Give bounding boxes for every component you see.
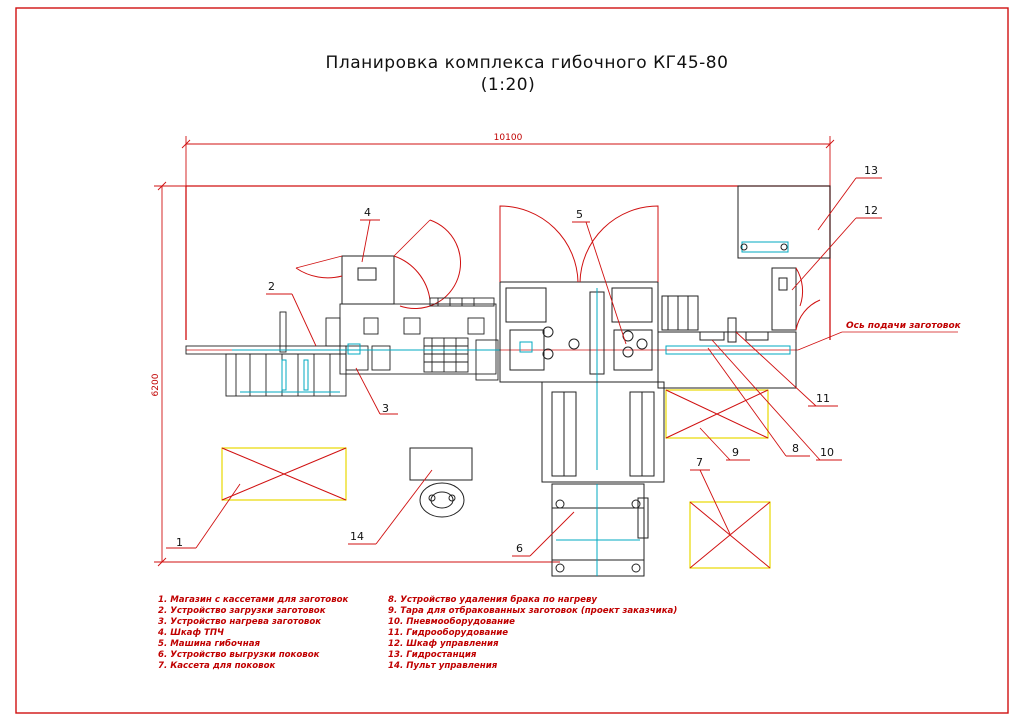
- legend-item-2: 2. Устройство загрузки заготовок: [158, 606, 326, 616]
- feed-axis-leader: [797, 331, 843, 351]
- feed-axis-cyan: [232, 349, 350, 393]
- item-8-reject-device: [657, 295, 797, 389]
- drawing-title: Планировка комплекса гибочного КГ45-80: [326, 53, 729, 73]
- bending-machine-lower-frame: [541, 381, 665, 483]
- legend-item-12: 12. Шкаф управления: [388, 639, 499, 649]
- callout-10: 10: [820, 446, 834, 459]
- dimension-height-label: 6200: [151, 373, 161, 396]
- legend-item-14: 14. Пульт управления: [388, 661, 498, 671]
- dimension-width: [181, 136, 835, 186]
- item-3-heating-device: [339, 297, 499, 381]
- legend-item-8: 8. Устройство удаления брака по нагреву: [388, 594, 597, 605]
- legend-item-5: 5. Машина гибочная: [158, 638, 261, 649]
- callout-3: 3: [382, 402, 389, 415]
- legend-item-1: 1. Магазин с кассетами для заготовок: [158, 595, 349, 605]
- dimension-height: [154, 181, 560, 567]
- dimension-width-label: 10100: [494, 133, 523, 143]
- item-9-reject-tare: [665, 389, 769, 439]
- legend-item-3: 3. Устройство нагрева заготовок: [158, 617, 321, 627]
- item-5-bending-machine: [499, 205, 659, 383]
- drawing-scale: (1:20): [481, 75, 535, 95]
- legend-right: 8. Устройство удаления брака по нагреву …: [388, 594, 677, 671]
- item-6-unloading-device: [551, 483, 649, 577]
- callout-9: 9: [732, 446, 739, 459]
- item-13-hydraulic-station: [737, 185, 831, 259]
- callout-leaders: [166, 177, 882, 557]
- callout-7: 7: [696, 456, 703, 469]
- callout-11: 11: [816, 392, 830, 405]
- callout-6: 6: [516, 542, 523, 555]
- legend-left: 1. Магазин с кассетами для заготовок 2. …: [157, 595, 349, 671]
- callout-4: 4: [364, 206, 371, 219]
- unloading-cyan-marks: [556, 484, 640, 576]
- callout-2: 2: [268, 280, 275, 293]
- bending-cyan-marks: [519, 288, 598, 470]
- legend-item-6: 6. Устройство выгрузки поковок: [158, 650, 320, 660]
- legend-item-9: 9. Тара для отбракованных заготовок (про…: [388, 605, 677, 616]
- item-7-cassette: [689, 501, 771, 569]
- callout-5: 5: [576, 208, 583, 221]
- heating-cyan-marks: [340, 343, 500, 355]
- item-12-control-cabinet: [771, 267, 821, 331]
- item-14-control-panel: [409, 447, 473, 518]
- callout-13: 13: [864, 164, 878, 177]
- legend-item-7: 7. Кассета для поковок: [158, 661, 276, 671]
- legend-item-4: 4. Шкаф ТПЧ: [157, 628, 224, 638]
- callout-14: 14: [350, 530, 364, 543]
- callout-8: 8: [792, 442, 799, 455]
- sheet-frame: [15, 7, 1009, 714]
- item-1-magazine: [221, 447, 347, 501]
- legend-item-10: 10. Пневмооборудование: [388, 616, 515, 627]
- legend-item-11: 11. Гидрооборудование: [388, 627, 508, 638]
- item-2-loading-device: [185, 311, 347, 397]
- item-4-tpch-cabinet: [295, 219, 462, 310]
- callout-1: 1: [176, 536, 183, 549]
- legend-item-13: 13. Гидростанция: [388, 650, 477, 660]
- feed-axis-label: Ось подачи заготовок: [846, 321, 962, 331]
- callout-12: 12: [864, 204, 878, 217]
- room-outline: [185, 185, 831, 340]
